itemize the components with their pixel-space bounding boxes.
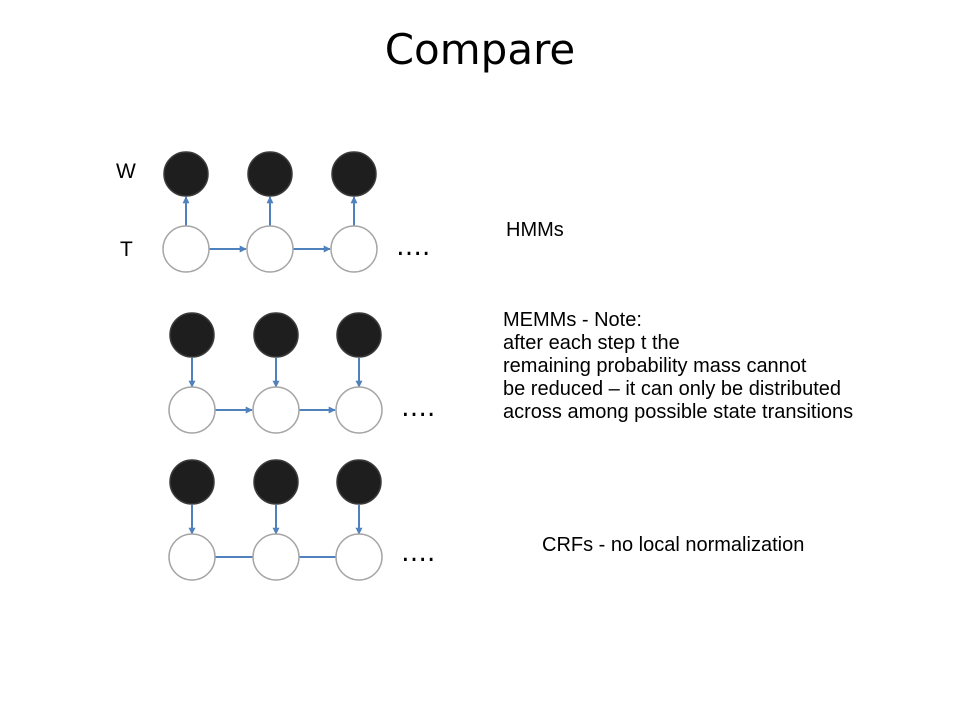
row-label-t: T — [120, 238, 133, 261]
hmm-observed-node — [331, 151, 377, 197]
crf-diagram: …. — [168, 459, 435, 581]
memm-caption-line: across among possible state transitions — [503, 401, 854, 423]
memm-caption: MEMMs - Note: after each step t the rema… — [503, 309, 853, 424]
crf-ellipsis: …. — [401, 538, 435, 568]
memm-observed-node — [253, 312, 299, 358]
memm-diagram: …. — [168, 312, 435, 434]
crf-hidden-node — [168, 533, 216, 581]
hmm-hidden-node — [246, 225, 294, 273]
memm-observed-node — [169, 312, 215, 358]
memm-hidden-node — [335, 386, 383, 434]
memm-hidden-node — [168, 386, 216, 434]
hmm-observed-node — [247, 151, 293, 197]
hmm-diagram: …. — [162, 151, 430, 273]
hmm-caption: HMMs — [506, 219, 564, 241]
slide-title: Compare — [384, 25, 576, 74]
crf-caption: CRFs - no local normalization — [542, 534, 805, 556]
memm-hidden-node — [252, 386, 300, 434]
memm-caption-line: MEMMs - Note: — [503, 309, 642, 331]
hmm-hidden-node — [162, 225, 210, 273]
hmm-observed-node — [163, 151, 209, 197]
row-label-w: W — [116, 160, 136, 183]
hmm-hidden-node — [330, 225, 378, 273]
crf-hidden-node — [335, 533, 383, 581]
memm-ellipsis: …. — [401, 393, 435, 423]
memm-caption-line: be reduced – it can only be distributed — [503, 378, 841, 400]
hmm-ellipsis: …. — [396, 232, 430, 262]
crf-observed-node — [253, 459, 299, 505]
memm-caption-line: remaining probability mass cannot — [503, 355, 807, 377]
memm-caption-line: after each step t the — [503, 332, 680, 354]
crf-hidden-node — [252, 533, 300, 581]
crf-observed-node — [169, 459, 215, 505]
memm-observed-node — [336, 312, 382, 358]
crf-observed-node — [336, 459, 382, 505]
